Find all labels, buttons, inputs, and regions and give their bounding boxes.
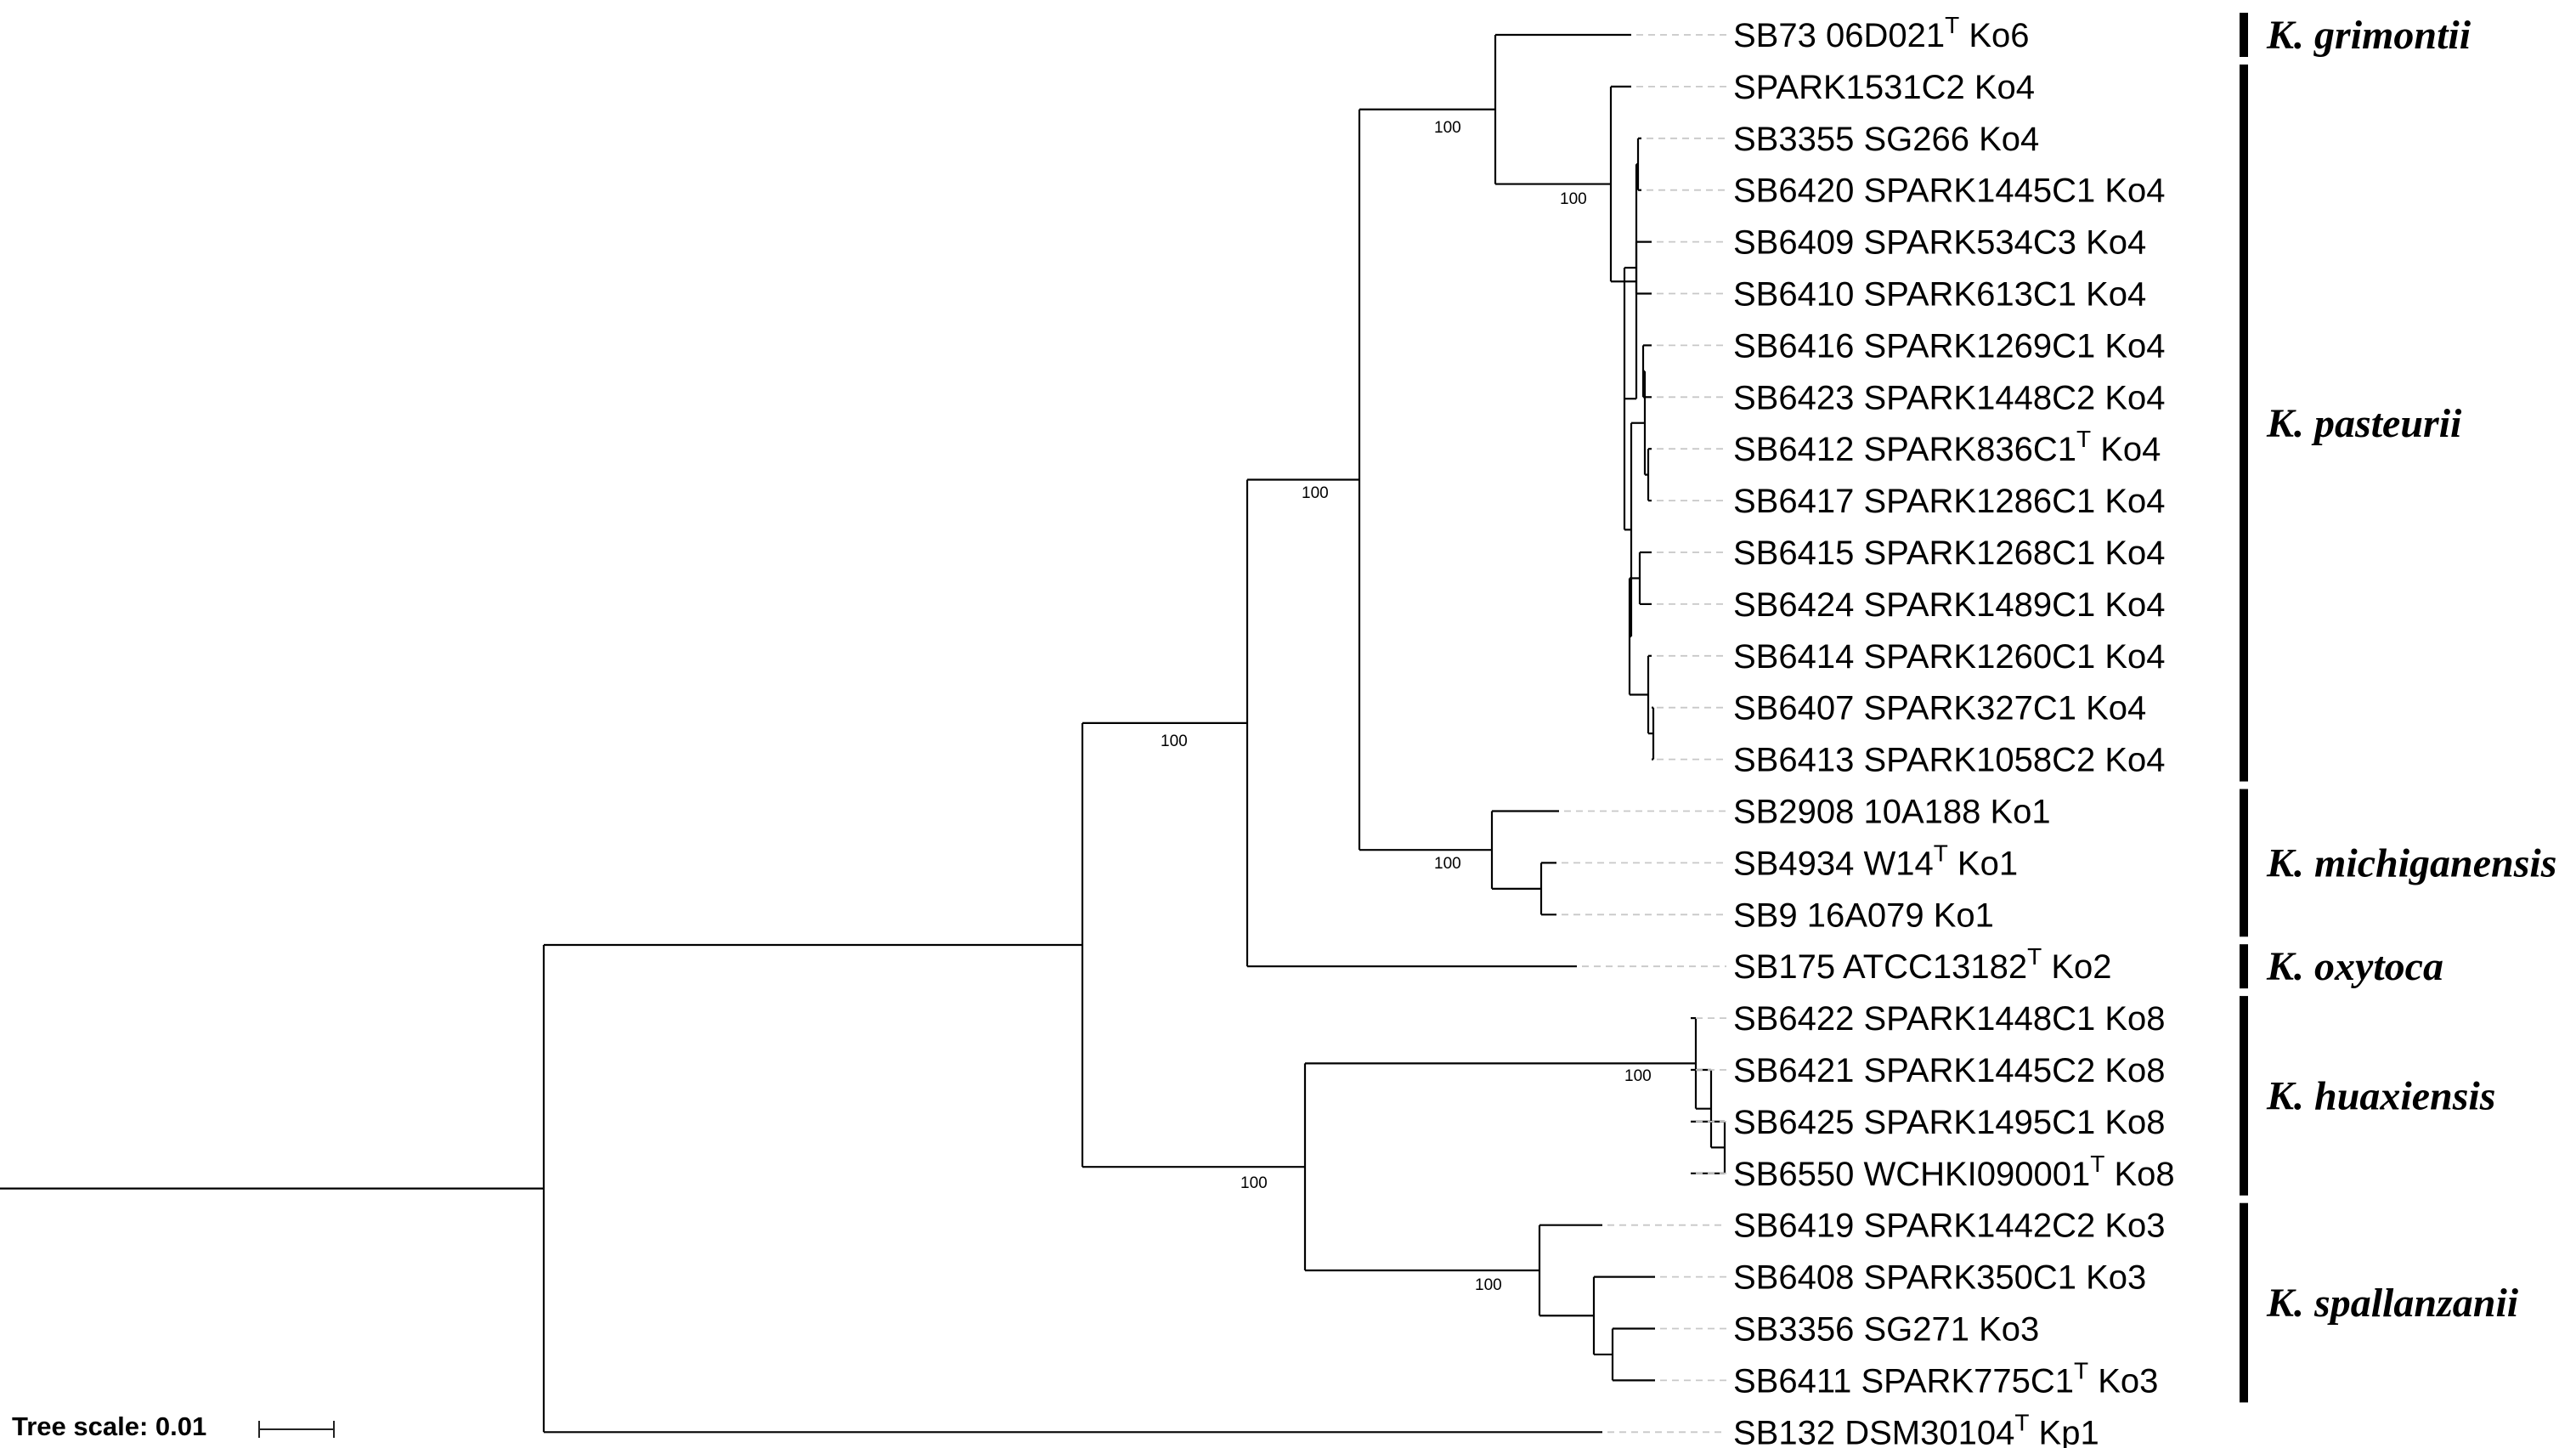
clade-bar xyxy=(2240,789,2248,937)
type-strain-marker: T xyxy=(2074,1357,2088,1383)
leaf-name: SB2908 10A188 Ko1 xyxy=(1733,794,2051,831)
clade-bar xyxy=(2240,64,2248,782)
type-strain-marker: T xyxy=(2027,943,2042,970)
tree-scale: Tree scale: 0.01 xyxy=(12,1411,335,1441)
clade-label: K. grimontii xyxy=(2266,13,2471,58)
leaf-name: SB6415 SPARK1268C1 Ko4 xyxy=(1733,535,2166,572)
type-strain-marker: T xyxy=(2090,1151,2104,1177)
leaf-name: SB73 06D021 xyxy=(1733,17,1945,54)
clade-annotations: K. grimontii K. pasteurii K. michiganensis… xyxy=(2240,13,2556,1403)
leaf-label: SB4934 W14T Ko1 xyxy=(1733,840,2018,882)
leaf-name: SB6550 WCHKI090001 xyxy=(1733,1156,2090,1193)
leaf-name: SB6413 SPARK1058C2 Ko4 xyxy=(1733,742,2166,779)
leaf-label: SB6409 SPARK534C3 Ko4 xyxy=(1733,224,2146,262)
leaf-label: SB9 16A079 Ko1 xyxy=(1733,897,1994,934)
leaf-label: SB6423 SPARK1448C2 Ko4 xyxy=(1733,379,2166,416)
leaf-name: SB6425 SPARK1495C1 Ko8 xyxy=(1733,1104,2166,1141)
leaf-name: SB6416 SPARK1269C1 Ko4 xyxy=(1733,327,2166,365)
clade-bar xyxy=(2240,996,2248,1196)
leaf-label: SB6413 SPARK1058C2 Ko4 xyxy=(1733,742,2166,779)
leaf-name: SB6410 SPARK613C1 Ko4 xyxy=(1733,276,2146,314)
clade-label: K. spallanzanii xyxy=(2266,1281,2519,1326)
tree-branches xyxy=(0,33,1726,1434)
leaf-label: SB6424 SPARK1489C1 Ko4 xyxy=(1733,586,2166,624)
bootstrap-grimontii-pasteurii: 100 xyxy=(1434,119,1461,137)
leaf-name: SB6408 SPARK350C1 Ko3 xyxy=(1733,1259,2146,1297)
bootstrap-values: 100 100 100 100 100 100 100 100 xyxy=(1161,119,1652,1294)
leaf-suffix: Ko2 xyxy=(2042,948,2111,986)
leaf-suffix: Ko1 xyxy=(1948,845,2018,882)
leaf-label: SB3356 SG271 Ko3 xyxy=(1733,1311,2039,1349)
leaf-name: SB4934 W14 xyxy=(1733,845,1934,882)
leaf-name: SB6422 SPARK1448C1 Ko8 xyxy=(1733,1000,2166,1038)
clade-label: K. huaxiensis xyxy=(2266,1073,2495,1118)
bootstrap-spallanzanii: 100 xyxy=(1475,1276,1502,1294)
leaf-name: SB6423 SPARK1448C2 Ko4 xyxy=(1733,379,2166,416)
leaf-name: SB6407 SPARK327C1 Ko4 xyxy=(1733,690,2146,727)
leaf-guide-lines xyxy=(1562,34,1726,1434)
leaf-name: SB6412 SPARK836C1 xyxy=(1733,431,2076,468)
tree-scale-bar xyxy=(258,1421,335,1438)
leaf-name: SB6421 SPARK1445C2 Ko8 xyxy=(1733,1052,2166,1089)
leaf-label: SB6420 SPARK1445C1 Ko4 xyxy=(1733,173,2166,210)
leaf-name: SB6424 SPARK1489C1 Ko4 xyxy=(1733,586,2166,624)
leaf-name: SPARK1531C2 Ko4 xyxy=(1733,69,2035,106)
leaf-name: SB132 DSM30104 xyxy=(1733,1414,2014,1448)
leaf-label: SB6407 SPARK327C1 Ko4 xyxy=(1733,690,2146,727)
bootstrap-michiganensis: 100 xyxy=(1434,855,1461,873)
leaf-name: SB9 16A079 Ko1 xyxy=(1733,897,1994,934)
leaf-label: SB6414 SPARK1260C1 Ko4 xyxy=(1733,638,2166,676)
leaf-name: SB6414 SPARK1260C1 Ko4 xyxy=(1733,638,2166,676)
bootstrap-grim-past-mich: 100 xyxy=(1302,484,1329,502)
leaf-label: SB6422 SPARK1448C1 Ko8 xyxy=(1733,1000,2166,1038)
leaf-name: SB3356 SG271 Ko3 xyxy=(1733,1311,2039,1349)
leaf-suffix: Kp1 xyxy=(2029,1414,2099,1448)
leaf-label: SB2908 10A188 Ko1 xyxy=(1733,794,2051,831)
type-strain-marker: T xyxy=(2014,1409,2029,1435)
clade-label: K. oxytoca xyxy=(2266,944,2443,989)
bootstrap-huaxiensis: 100 xyxy=(1624,1067,1652,1085)
bootstrap-oxytoca-group: 100 xyxy=(1161,732,1188,750)
leaf-name: SB175 ATCC13182 xyxy=(1733,948,2027,986)
leaf-label: SB6416 SPARK1269C1 Ko4 xyxy=(1733,327,2166,365)
leaf-label: SB6411 SPARK775C1T Ko3 xyxy=(1733,1357,2158,1400)
leaf-label: SB132 DSM30104T Kp1 xyxy=(1733,1409,2099,1448)
clade-label: K. michiganensis xyxy=(2266,840,2556,885)
leaf-name: SB6411 SPARK775C1 xyxy=(1733,1362,2074,1400)
leaf-label: SB6415 SPARK1268C1 Ko4 xyxy=(1733,535,2166,572)
leaf-label: SB6425 SPARK1495C1 Ko8 xyxy=(1733,1104,2166,1141)
leaf-name: SB3355 SG266 Ko4 xyxy=(1733,121,2039,158)
bootstrap-hua-spall: 100 xyxy=(1240,1174,1268,1192)
leaf-label: SB6550 WCHKI090001T Ko8 xyxy=(1733,1151,2175,1193)
leaf-label: SB6421 SPARK1445C2 Ko8 xyxy=(1733,1052,2166,1089)
type-strain-marker: T xyxy=(1934,840,1948,866)
type-strain-marker: T xyxy=(1945,12,1959,38)
clade-bar xyxy=(2240,13,2248,57)
leaf-label: SB175 ATCC13182T Ko2 xyxy=(1733,943,2112,986)
leaf-label: SB6410 SPARK613C1 Ko4 xyxy=(1733,276,2146,314)
leaf-label: SB3355 SG266 Ko4 xyxy=(1733,121,2039,158)
clade-bar xyxy=(2240,1202,2248,1403)
leaf-label: SB6412 SPARK836C1T Ko4 xyxy=(1733,426,2161,468)
leaf-label: SB6408 SPARK350C1 Ko3 xyxy=(1733,1259,2146,1297)
leaf-suffix: Ko4 xyxy=(2091,431,2161,468)
leaf-label: SB6419 SPARK1442C2 Ko3 xyxy=(1733,1208,2166,1245)
leaf-suffix: Ko6 xyxy=(1959,17,2029,54)
leaf-suffix: Ko3 xyxy=(2088,1362,2158,1400)
type-strain-marker: T xyxy=(2076,426,2091,452)
bootstrap-pasteurii: 100 xyxy=(1560,190,1587,208)
leaf-name: SB6419 SPARK1442C2 Ko3 xyxy=(1733,1208,2166,1245)
leaf-label: SB73 06D021T Ko6 xyxy=(1733,12,2030,54)
leaf-label: SPARK1531C2 Ko4 xyxy=(1733,69,2035,106)
clade-bar xyxy=(2240,944,2248,989)
leaf-name: SB6417 SPARK1286C1 Ko4 xyxy=(1733,483,2166,520)
leaf-suffix: Ko8 xyxy=(2104,1156,2174,1193)
leaf-label: SB6417 SPARK1286C1 Ko4 xyxy=(1733,483,2166,520)
leaf-name: SB6409 SPARK534C3 Ko4 xyxy=(1733,224,2146,262)
tree-scale-label: Tree scale: 0.01 xyxy=(12,1411,206,1441)
leaf-name: SB6420 SPARK1445C1 Ko4 xyxy=(1733,173,2166,210)
clade-label: K. pasteurii xyxy=(2266,401,2462,446)
